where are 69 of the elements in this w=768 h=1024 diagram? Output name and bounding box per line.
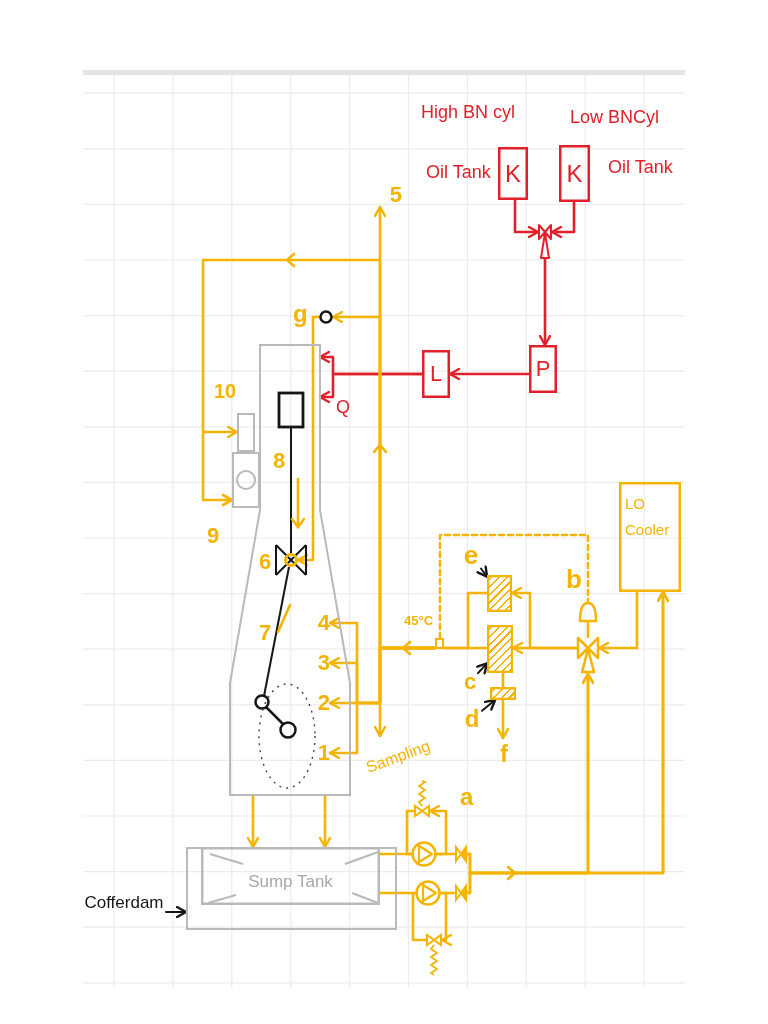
leader-arrow [165,905,188,919]
flow-arrow [597,590,639,655]
pump-unit: P [529,345,557,393]
part-number: 10 [214,381,237,401]
flow-arrow [439,891,453,947]
flow-arrow [373,646,437,738]
part-number: 8 [273,450,286,472]
part-letter: b [566,566,582,592]
flow-arrow [513,198,540,239]
relief-valve-symbol [414,779,430,818]
three-way-valve-symbol [577,601,599,674]
tank-label: Oil Tank [426,163,491,181]
part-number: 9 [207,525,220,547]
pipe-line [405,809,416,856]
check-valve-symbol [455,885,467,901]
cofferdam-outline [186,847,397,930]
pump-symbol [411,841,437,867]
tank-label: High BN cyl [421,103,516,121]
pump-symbol [415,880,441,906]
part-number: 3 [313,650,330,676]
three-way-valve-symbol [538,224,552,259]
part-letter: f [494,738,514,770]
filter [490,687,516,700]
leader-arrow [476,662,489,675]
pipe-line [411,891,428,942]
relief-valve-symbol [426,933,442,976]
part-number: 5 [378,183,402,207]
lubricator-unit: L [422,350,450,398]
auxiliary-unit [232,452,260,508]
flow-arrow [246,793,260,849]
filter [487,575,512,612]
part-number: 2 [314,690,330,716]
crosshead [284,553,298,567]
cofferdam-label: Cofferdam [82,885,166,920]
leader-arrow [476,565,489,578]
tank-label: Low BNCyl [570,108,660,126]
pipe-fitting-symbol [319,310,333,324]
pipe-line [442,591,489,650]
sump-tank: Sump Tank [201,847,380,905]
flow-arrow [296,315,321,567]
signal-line [438,533,590,640]
part-letter: c [462,670,478,694]
part-letter: Q [336,398,350,416]
part-letter: a [460,785,474,809]
flow-arrow [448,367,531,381]
flow-arrow [318,793,332,849]
temperature-sensor-symbol [435,638,444,649]
flow-arrow [428,804,448,856]
flow-arrow [318,372,424,404]
filter [487,625,513,673]
pipe-line [501,671,505,689]
tank-box: K [559,145,590,202]
tank-label: Oil Tank [608,158,673,176]
check-valve-symbol [455,846,467,862]
part-number: 6 [259,551,272,573]
part-number: 4 [312,610,330,636]
auxiliary-unit [237,413,255,452]
flow-arrow [550,200,576,239]
flow-arrow [538,257,552,347]
temperature-label: 45°C [404,614,434,627]
part-letter: d [462,706,482,732]
tank-box: K [498,147,528,200]
leader-arrow [481,698,497,712]
part-letter: e [461,540,481,570]
part-number: 1 [315,740,330,766]
part-letter: g [293,302,308,326]
flow-arrow [496,698,510,740]
cooler-box: LO Cooler [619,482,681,592]
part-number: 7 [259,622,272,644]
